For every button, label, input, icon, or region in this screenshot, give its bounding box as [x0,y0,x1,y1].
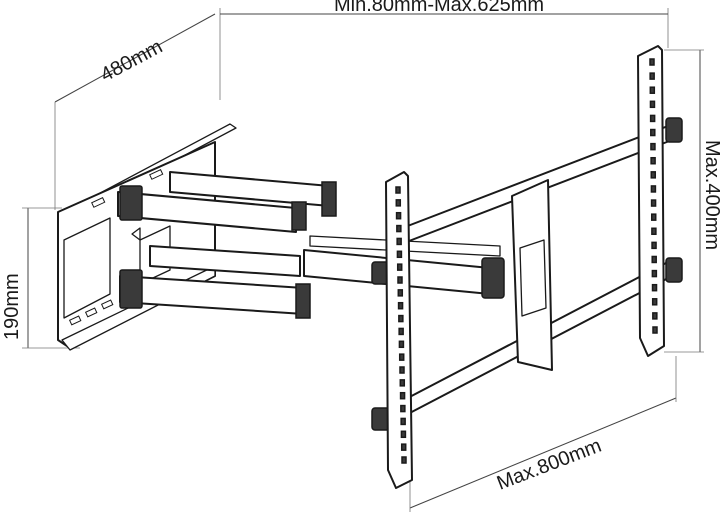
mounting-hole [651,283,658,292]
center-plate [481,179,553,371]
mounting-hole [650,128,656,137]
rail-end-cap [665,257,683,283]
mounting-hole [400,430,407,439]
lower-arm-back [149,245,301,277]
mounting-hole [649,114,656,123]
mounting-hole [652,312,658,320]
upper-arm-pivot [119,185,143,221]
rail-end-cap [665,117,683,143]
mounting-hole [651,241,657,250]
mounting-hole [649,86,656,94]
mounting-hole [651,269,658,278]
upper-arm-rear [117,191,297,233]
mounting-hole [397,276,403,284]
mounting-hole [649,58,655,66]
mounting-hole [400,404,406,413]
mounting-hole [396,263,403,271]
mounting-hole [396,224,402,233]
wall-plate [57,123,237,351]
lower-arm [119,185,311,319]
mounting-hole [650,199,657,207]
vertical-bar-holes [395,58,658,464]
mounting-hole [649,100,656,109]
vesa-vertical-label: Max.400mm [701,140,720,250]
tilt-hinge [481,257,505,299]
mounting-hole [395,186,401,194]
mounting-hole [398,327,404,336]
vesa-horizontal-label: Max.800mm [494,435,605,495]
mounting-hole [397,301,404,310]
wall-plate-slot [100,299,114,310]
lower-arm-pivot [119,269,143,309]
mounting-hole [395,211,402,220]
mounting-hole [651,255,657,264]
upper-arm-joint [291,201,307,231]
mounting-hole [397,289,404,297]
dimension-lines [22,8,704,512]
wall-plate-slot [149,168,164,180]
mounting-hole [396,250,403,259]
mounting-hole [400,443,407,451]
mounting-hole [400,417,406,426]
mounting-hole [395,199,402,207]
lower-arm-joint [295,283,311,319]
mounting-hole [650,142,656,151]
top-dimension-label: Min.80mm-Max.625mm [334,0,544,16]
mounting-hole [401,456,407,464]
depth-dimension-label: 480mm [97,36,166,87]
mounting-hole [650,156,656,165]
center-plate-window [519,239,547,317]
upper-arm-joint-2 [321,181,337,217]
wall-plate-slot [84,307,98,318]
mounting-hole [651,227,657,236]
mounting-hole [652,326,658,334]
depth-dimension-line [54,13,216,103]
wall-plate-window [63,217,111,319]
vesa-horizontal-dimension-line [409,397,677,509]
mounting-hole [399,391,406,400]
mounting-hole [649,72,655,80]
wall-plate-slot [68,315,82,326]
wall-plate-height-label: 190mm [1,273,23,340]
mounting-hole [650,171,657,179]
mounting-hole [650,185,657,193]
mounting-hole [650,213,657,221]
upper-arm [117,171,337,233]
mounting-hole [399,379,406,387]
mounting-hole [398,314,404,323]
wall-plate-slot [91,196,106,208]
up-arrow-icon [131,227,141,241]
mounting-hole [398,340,405,349]
mounting-hole [399,366,405,374]
mounting-hole [398,353,405,361]
mounting-hole [651,298,658,306]
mounting-hole [396,237,402,246]
